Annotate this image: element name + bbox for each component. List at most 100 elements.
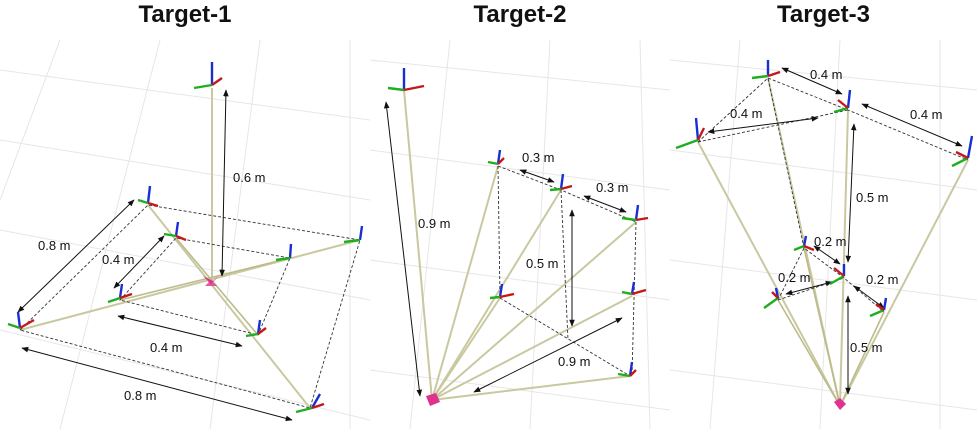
dim-long-left — [383, 101, 423, 397]
dim-top-a — [519, 169, 555, 183]
label-height-lower: 0.5 m — [850, 340, 883, 355]
panel-target-1: 0.6 m 0.8 m 0.4 m 0.4 m 0.8 m Target-1 — [0, 0, 370, 429]
label-mid-a: 0.2 m — [814, 234, 847, 249]
dashed-outlines — [19, 204, 361, 409]
frame-mid-center — [829, 264, 846, 286]
ground-grid — [370, 39, 670, 429]
label-mid-left: 0.2 m — [778, 270, 811, 285]
frame-bottom-2 — [621, 281, 647, 296]
rod — [19, 239, 361, 331]
dim-mid-left — [785, 280, 833, 296]
rod — [803, 247, 841, 407]
dim-top-right — [861, 103, 963, 147]
frame-outer-back — [137, 185, 159, 208]
dim-inner-bottom — [117, 314, 243, 348]
rod — [431, 375, 631, 401]
label-height: 0.6 m — [233, 170, 266, 185]
label-bottom-diag: 0.9 m — [558, 354, 591, 369]
label-top-left: 0.4 m — [730, 106, 763, 121]
label-height-upper: 0.5 m — [856, 190, 889, 205]
vertical-line — [767, 77, 805, 249]
frame-bottom-1 — [489, 283, 515, 300]
rod — [777, 299, 841, 407]
dashed-outlines — [497, 165, 637, 377]
vertical-line — [631, 221, 637, 377]
label-top-b: 0.3 m — [596, 180, 629, 195]
dim-inner-side — [113, 235, 165, 289]
origin-marker — [203, 276, 219, 286]
panel-title: Target-3 — [777, 1, 870, 28]
dim-height-upper — [845, 123, 857, 263]
frame-top-2 — [549, 173, 573, 192]
frame-top — [193, 62, 223, 90]
rod — [431, 297, 501, 401]
ground-grid — [670, 39, 977, 429]
ground-grid — [0, 39, 370, 429]
frame-inner-front — [245, 319, 267, 338]
dim-mid-a — [813, 245, 841, 265]
dim-bottom-diag — [473, 317, 623, 393]
rod — [119, 257, 291, 301]
rod — [839, 109, 849, 407]
rod — [175, 237, 259, 336]
frame-bottom-3 — [617, 361, 637, 378]
panel-target-3: 0.4 m 0.4 m 0.4 m 0.5 m 0.2 m 0.2 m 0.2 … — [670, 0, 977, 429]
panel-title: Target-1 — [138, 1, 232, 28]
panel-target-1-diagram: 0.6 m 0.8 m 0.4 m 0.4 m 0.8 m — [0, 39, 370, 429]
frame-outer-right — [343, 225, 364, 244]
dimensions — [383, 101, 627, 397]
label-outer-bottom: 0.8 m — [124, 388, 157, 403]
vertical-line — [497, 165, 501, 299]
rod — [431, 221, 637, 401]
rod — [839, 159, 969, 407]
rod — [431, 165, 499, 401]
frame-top-left — [387, 68, 425, 92]
frame-top-1 — [487, 149, 505, 166]
rod — [697, 141, 841, 407]
label-height: 0.5 m — [526, 256, 559, 271]
frame-mid-left — [763, 287, 780, 309]
panel-target-2-diagram: 0.9 m 0.3 m 0.3 m 0.5 m 0.9 m — [370, 39, 670, 429]
dim-outer-side — [17, 199, 135, 313]
rod — [839, 311, 885, 407]
label-long-left: 0.9 m — [418, 216, 451, 231]
vertical-line — [560, 189, 569, 341]
label-inner-bottom: 0.4 m — [150, 340, 183, 355]
label-top-right: 0.4 m — [910, 107, 943, 122]
frame-outer-front — [295, 393, 325, 414]
rods — [403, 89, 637, 401]
dim-top-a — [781, 67, 843, 95]
dim-height — [219, 89, 229, 277]
dimensions — [17, 89, 293, 422]
frame-top-left — [675, 117, 706, 150]
rod — [431, 189, 562, 401]
panel-target-2: 0.9 m 0.3 m 0.3 m 0.5 m 0.9 m Target-2 — [370, 0, 670, 429]
origin-marker — [834, 398, 846, 410]
dim-top-left — [707, 116, 819, 134]
panel-target-3-diagram: 0.4 m 0.4 m 0.4 m 0.5 m 0.2 m 0.2 m 0.2 … — [670, 39, 977, 429]
frame-inner-left — [107, 283, 133, 304]
dim-top-b — [583, 195, 627, 213]
frame-top-back — [751, 60, 781, 80]
label-mid-right: 0.2 m — [866, 272, 899, 287]
inner-square — [119, 237, 291, 336]
frame-top-center — [833, 89, 852, 114]
top-outline — [697, 109, 849, 143]
frame-mid-back — [793, 235, 815, 252]
rods — [19, 88, 361, 409]
dimensions — [707, 67, 963, 395]
frame-mid-right — [869, 297, 888, 318]
label-inner-side: 0.4 m — [102, 252, 135, 267]
frame-inner-back — [163, 221, 187, 242]
frame-top-3 — [621, 204, 649, 222]
frame-inner-right — [275, 243, 293, 262]
dim-outer-bottom — [21, 346, 293, 422]
outer-square — [19, 204, 361, 409]
origin-marker — [426, 393, 440, 406]
label-outer-side: 0.8 m — [38, 238, 71, 253]
dim-mid-right — [853, 285, 885, 309]
label-top-a: 0.4 m — [810, 67, 843, 82]
frame-outer-left — [7, 311, 35, 330]
panel-title: Target-2 — [473, 1, 567, 28]
